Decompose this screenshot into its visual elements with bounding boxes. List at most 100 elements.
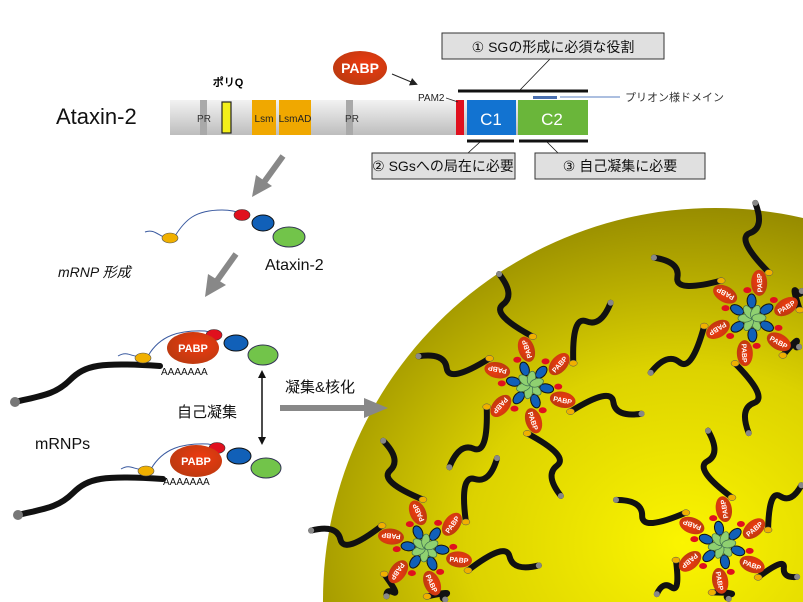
lsm-domain-bead (764, 269, 774, 276)
lsm-domain-bead (461, 518, 471, 526)
prion-domain-marker (533, 96, 557, 99)
mrna-cap (557, 492, 564, 499)
mrna-cap (647, 369, 654, 376)
mrna-cap (380, 437, 387, 444)
lsm-domain-bead (681, 509, 691, 516)
free-ataxin2 (144, 209, 306, 248)
pam2-bead (510, 405, 519, 412)
linker (144, 209, 243, 239)
c2-core-petal (751, 313, 767, 323)
pam2-pointer (445, 97, 459, 103)
mrna-cap (442, 596, 449, 602)
mrna-strand (650, 254, 725, 289)
pabp-label: PABP (552, 396, 572, 407)
lsm-domain-bead (763, 526, 773, 534)
mrnps-label: mRNPs (35, 436, 90, 453)
mrna-strand (613, 496, 689, 526)
pabp-label: PABP (341, 60, 379, 76)
c1-bead (530, 393, 541, 409)
pabp-bead (711, 567, 729, 594)
pam2-bead (554, 383, 563, 390)
pabp-bead (549, 391, 576, 409)
mrna-strand (308, 522, 386, 548)
pabp-bead (388, 560, 409, 584)
pabp-label: PABP (714, 571, 724, 591)
pabp-bead (742, 518, 766, 540)
mrna-cap (415, 353, 422, 360)
lsm-domain-bead (569, 359, 578, 367)
c1-bead (434, 544, 450, 555)
lsm-domain-bead (699, 322, 709, 330)
pam2-bead (752, 342, 761, 349)
c1-bead (412, 525, 424, 540)
mrna-cap (494, 455, 501, 462)
polyq-domain (221, 101, 232, 134)
pabp-label: PABP (740, 344, 747, 363)
mrna-strand (461, 455, 501, 525)
c1-bead (713, 520, 725, 536)
c2-domain (518, 100, 588, 135)
pabp-bead (706, 319, 730, 339)
pam2-bead (407, 570, 416, 577)
mrna-cap (10, 397, 20, 407)
mrna-strand (15, 474, 166, 518)
lsm-domain-bead (727, 494, 737, 501)
pabp-bead (170, 445, 222, 477)
mrna-cap (650, 254, 657, 261)
c1-bead (505, 376, 521, 387)
c2-core-petal (424, 540, 439, 551)
pam2-bead (774, 324, 783, 331)
lsm-domain-bead (716, 277, 726, 284)
pr-label-2: PR (345, 114, 359, 125)
c1-bead (730, 304, 745, 316)
pam2-bead (449, 543, 458, 550)
lsm-domain-bead (730, 360, 740, 367)
c1-bead (426, 556, 438, 571)
pabp-bead (408, 500, 427, 526)
self-aggregation-arrow (258, 370, 266, 445)
mrna-strand (381, 571, 399, 600)
lsm-domain-bead (485, 355, 494, 362)
lsm-domain-bead (522, 430, 532, 437)
role2-box (371, 152, 516, 180)
mrna-strand (647, 323, 708, 376)
mrna-strand (496, 271, 536, 340)
mrna-cap (13, 510, 23, 520)
mrna-cap (535, 562, 542, 569)
pabp-bead (751, 269, 768, 296)
c2-label: C2 (541, 110, 563, 129)
pam2-bead (538, 407, 547, 414)
c1-bead (702, 549, 716, 563)
mrna-strand (755, 560, 801, 581)
pam2-bead (745, 547, 754, 554)
c1-bead (539, 383, 555, 394)
pabp-label: PABP (720, 499, 730, 519)
lsm-domain-bead (418, 496, 428, 503)
mrna-strand (570, 299, 614, 367)
polyq-label: ポリQ (213, 75, 244, 89)
pabp-bead (739, 555, 765, 574)
mrna-strand (742, 199, 772, 276)
pabp-bead (484, 361, 511, 379)
lsm-domain-bead (528, 333, 538, 340)
pam2-bead (699, 563, 708, 570)
pabp-label: PABP (381, 531, 401, 540)
mrna-strand (415, 352, 493, 378)
c1-bead (251, 214, 275, 232)
self-aggregation-label: 自己凝集 (177, 404, 237, 421)
mrna-cap (794, 573, 801, 580)
lsm-domain-bead (422, 593, 432, 600)
mrna-cap (613, 496, 620, 503)
lsm-domain-bead (137, 465, 155, 477)
pabp-bead (446, 551, 472, 568)
c1-bead (730, 545, 746, 557)
mrna-strand (380, 437, 426, 503)
pam2-bead (690, 536, 699, 543)
pam2-bead (743, 287, 752, 294)
mrnp-complex-1 (10, 329, 279, 407)
c1-bead (428, 527, 441, 541)
pam2-bead (392, 546, 401, 553)
c1-bead (730, 321, 745, 333)
